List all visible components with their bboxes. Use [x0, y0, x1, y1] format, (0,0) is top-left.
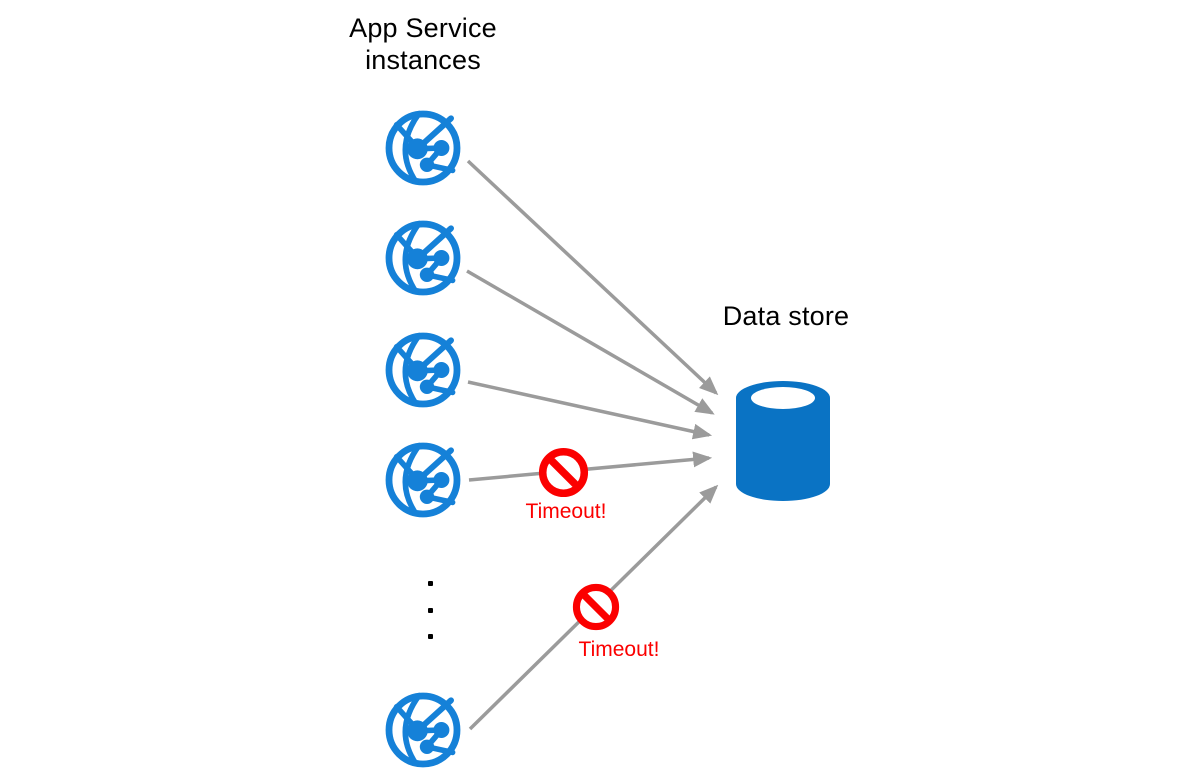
arrow-instance1-to-datastore — [466, 159, 719, 396]
app-service-globe-icon — [383, 108, 463, 188]
app-service-globe-icon — [383, 690, 463, 770]
arrow-instance3-to-datastore — [467, 380, 713, 440]
app-service-title: App Service instances — [349, 13, 497, 75]
ellipsis-dot — [428, 581, 433, 586]
app-service-globe-icon — [383, 330, 463, 410]
ellipsis-dot — [428, 634, 433, 639]
arrow-instance4-to-datastore — [468, 451, 713, 482]
timeout-label-2: Timeout! — [578, 638, 660, 661]
app-service-globe-icon — [383, 440, 463, 520]
arrow-instance2-to-datastore — [466, 269, 715, 415]
timeout-label-1: Timeout! — [525, 500, 607, 523]
database-cylinder-icon — [736, 381, 830, 501]
ellipsis-dot — [428, 608, 433, 613]
data-store-label: Data store — [722, 301, 850, 331]
app-service-globe-icon — [383, 218, 463, 298]
no-entry-icon — [538, 447, 589, 498]
no-entry-icon — [572, 583, 620, 631]
